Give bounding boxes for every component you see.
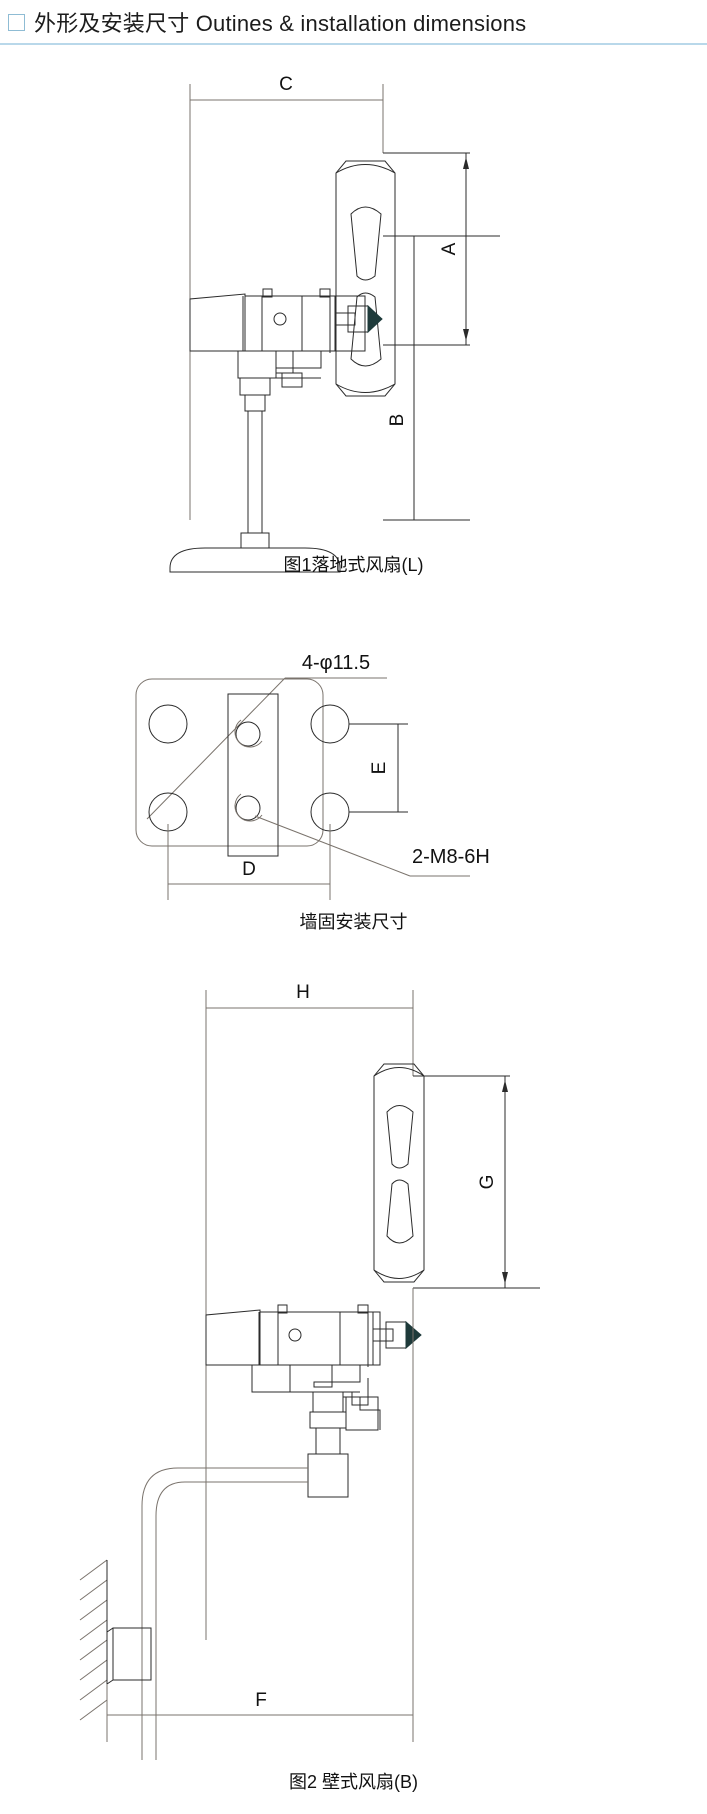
mounting-plate-outline <box>135 678 324 847</box>
figure-2-caption: 墙固安装尺寸 <box>0 908 707 934</box>
fan-blade-upper-wall <box>386 1105 414 1169</box>
leader-thread-callout <box>254 815 470 877</box>
dimension-label-h: H <box>296 982 310 1003</box>
pedestal-column <box>239 372 303 549</box>
figure-3-caption-text: 图2 壁式风扇(B) <box>288 1772 418 1792</box>
dimension-d <box>167 824 331 900</box>
dimension-f <box>106 1288 414 1742</box>
wall-bracket-arm <box>141 1467 308 1760</box>
figure-wall-fan: H G <box>0 960 707 1814</box>
dimension-label-d: D <box>242 859 256 880</box>
figure-2-caption-text: 墙固安装尺寸 <box>299 912 408 932</box>
hub-cap-icon <box>367 304 383 334</box>
dimension-e <box>349 723 408 813</box>
figure-1-caption-text: 图1落地式风扇(L) <box>283 555 424 575</box>
figure-pedestal-fan: C A B <box>0 48 707 588</box>
arrow-a-top <box>463 157 469 341</box>
pedestal-base <box>169 547 341 573</box>
figure-mounting-plate: 4-φ11.5 2-M8-6H <box>0 612 707 942</box>
figure-1-caption: 图1落地式风扇(L) <box>0 551 707 577</box>
motor-body <box>189 288 369 353</box>
figure-3-caption: 图2 壁式风扇(B) <box>0 1768 707 1794</box>
page-title: 外形及安装尺寸 Outines & installation dimension… <box>34 11 527 36</box>
extension-lines-g <box>413 1075 540 1289</box>
tapped-hole-upper <box>234 719 263 748</box>
dimension-label-c: C <box>279 74 293 95</box>
tilt-yoke-wall <box>251 1364 369 1406</box>
motor-body-wall <box>205 1304 407 1367</box>
center-boss-rect <box>227 693 279 857</box>
tilt-yoke <box>237 350 322 379</box>
fan-blade-lower-wall <box>386 1179 414 1244</box>
page-header: 外形及安装尺寸 Outines & installation dimension… <box>0 0 707 44</box>
arrow-g <box>502 1080 508 1284</box>
corner-hole-top-left <box>148 704 188 744</box>
dimension-label-g: G <box>477 1175 498 1190</box>
dimension-label-f: F <box>255 1690 267 1711</box>
dimension-label-a: A <box>439 242 460 255</box>
header-divider <box>0 43 707 45</box>
tapped-hole-lower <box>234 793 263 822</box>
dimension-h <box>205 990 414 1640</box>
fan-blade-assembly <box>335 160 396 397</box>
callout-hole-label: 4-φ11.5 <box>302 652 370 674</box>
fan-blade-upper <box>350 206 382 281</box>
corner-hole-top-right <box>310 704 350 744</box>
dimension-c <box>189 84 384 520</box>
hollow-square-bullet-icon <box>8 13 25 31</box>
dimension-label-e: E <box>369 762 390 775</box>
callout-thread-label: 2-M8-6H <box>412 846 490 868</box>
wall-hatch <box>79 1559 108 1721</box>
dimension-label-b: B <box>387 414 408 427</box>
swivel-stem <box>307 1391 381 1498</box>
fan-blade-lower <box>350 292 382 367</box>
leader-hole-callout <box>146 677 387 820</box>
extension-lines-right <box>383 152 500 521</box>
fan-blade-assembly-wall <box>373 1063 425 1283</box>
wall-mount-pad <box>106 1627 152 1685</box>
